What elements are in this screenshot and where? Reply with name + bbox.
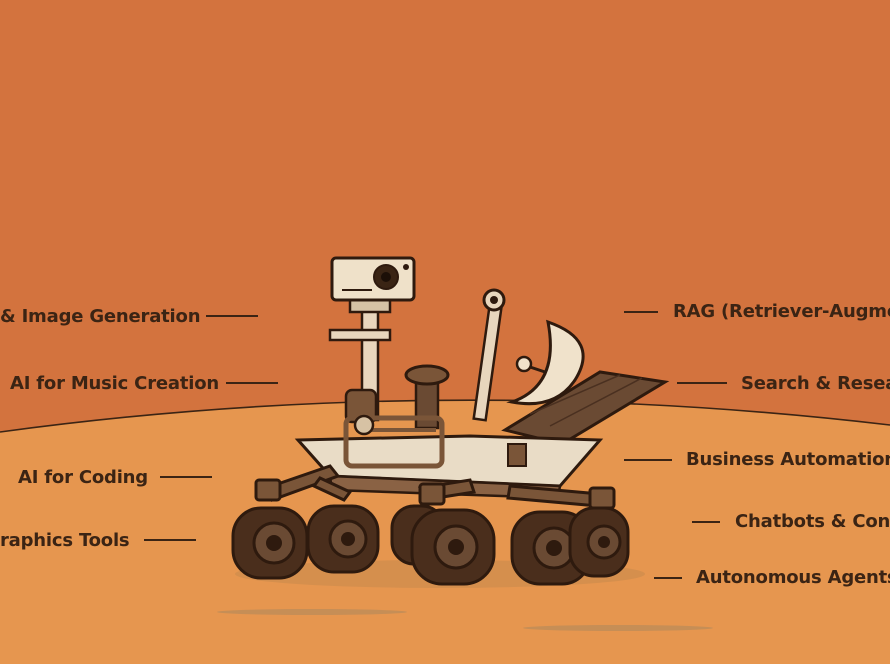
label-image-generation[interactable]: & Image Generation xyxy=(0,306,201,327)
leader-line xyxy=(677,382,727,384)
wheel xyxy=(410,508,496,586)
leader-line xyxy=(226,382,278,384)
ground-shadow-left xyxy=(217,609,407,615)
wheel xyxy=(568,506,630,578)
camera-head xyxy=(330,256,416,302)
suspension xyxy=(254,464,616,510)
label-search-research[interactable]: Search & Resear xyxy=(741,373,890,394)
leader-line xyxy=(206,315,258,317)
leader-line xyxy=(624,311,658,313)
label-autonomous-agents[interactable]: Autonomous Agents xyxy=(696,567,890,588)
label-business-automation[interactable]: Business Automation & xyxy=(686,449,890,470)
label-music-creation[interactable]: AI for Music Creation xyxy=(10,373,219,394)
leader-line xyxy=(692,521,720,523)
instrument-cylinder xyxy=(404,364,450,430)
label-chatbots[interactable]: Chatbots & Conv xyxy=(735,511,890,532)
leader-line xyxy=(160,476,212,478)
label-coding[interactable]: AI for Coding xyxy=(18,467,148,488)
antenna-mast xyxy=(472,288,506,422)
wheel xyxy=(306,504,380,574)
leader-line xyxy=(654,577,682,579)
label-graphics-tools[interactable]: raphics Tools xyxy=(0,530,130,551)
leader-line xyxy=(624,459,672,461)
ground-shadow-right xyxy=(523,625,713,631)
solar-panel xyxy=(501,370,670,446)
camera-mast xyxy=(328,294,392,424)
rover-wheels xyxy=(231,504,630,586)
leader-line xyxy=(144,539,196,541)
wheel xyxy=(231,506,309,580)
horizon-line xyxy=(0,399,890,433)
label-rag[interactable]: RAG (Retriever-Augme xyxy=(673,301,890,322)
dish-antenna xyxy=(506,319,585,406)
